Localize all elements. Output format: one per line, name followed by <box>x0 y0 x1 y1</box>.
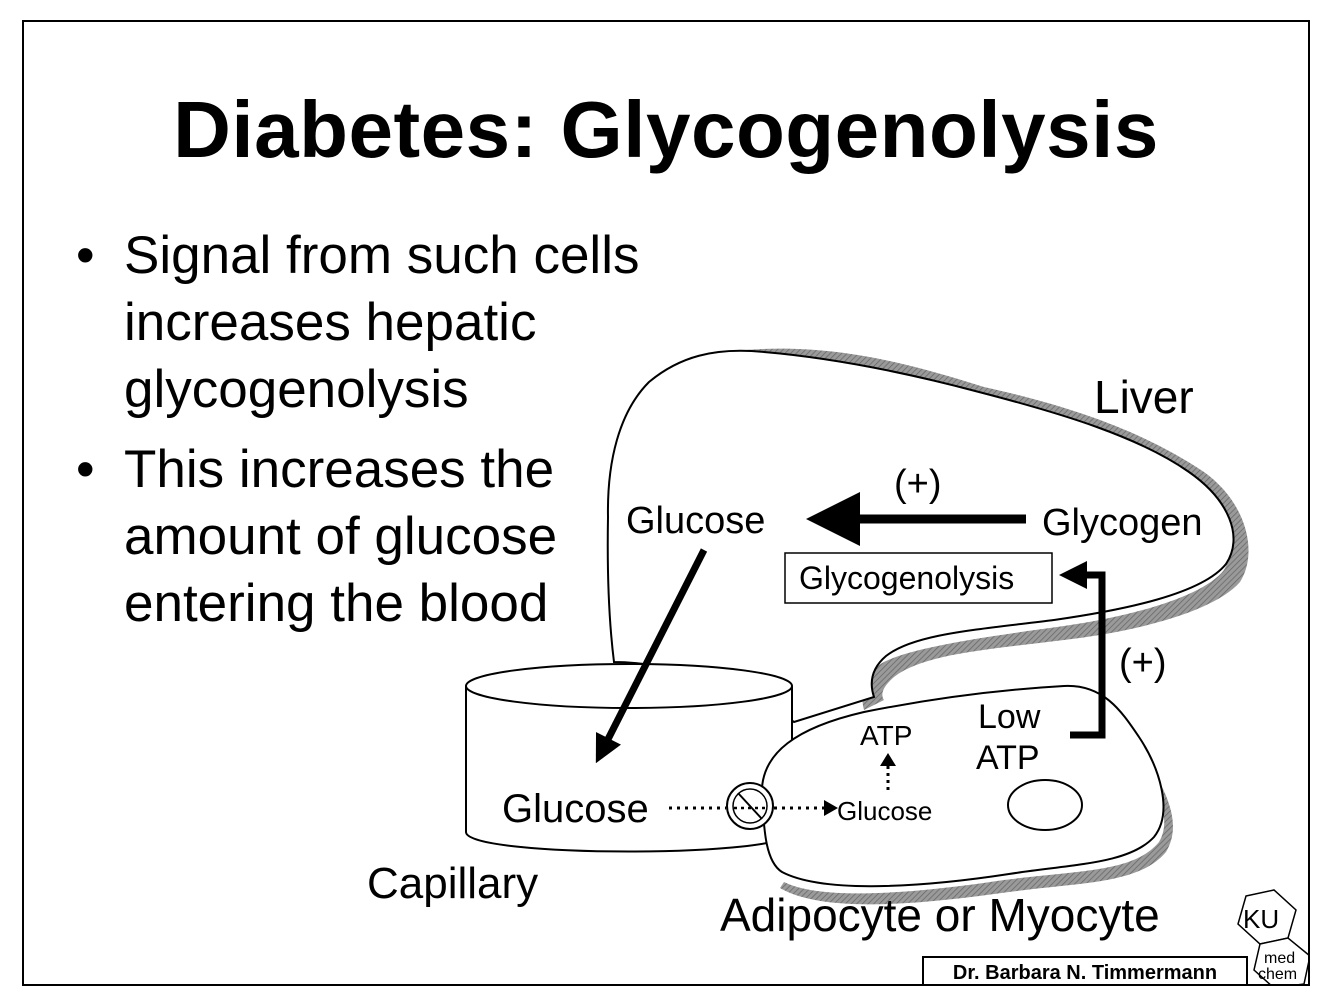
bullet-line: This increases the <box>124 440 555 499</box>
liver-glucose-label: Glucose <box>626 500 765 542</box>
bullet-line: glycogenolysis <box>124 360 469 419</box>
bullet-dot: • <box>76 440 95 499</box>
cell-label: Adipocyte or Myocyte <box>720 889 1160 941</box>
ku-medchem-logo: KU med chem <box>1237 889 1308 984</box>
plus-top-label: (+) <box>894 463 942 505</box>
cell-shape <box>760 684 1165 888</box>
bullet-dot: • <box>76 226 95 285</box>
logo-chem-text: chem <box>1258 966 1297 983</box>
slide: Diabetes: Glycogenolysis • Signal from s… <box>22 20 1310 986</box>
bullet-line: amount of glucose <box>124 507 558 566</box>
glucose-to-atp-arrowhead <box>880 753 896 766</box>
cell-glucose-label: Glucose <box>837 796 932 826</box>
capillary-glucose-label: Glucose <box>502 787 649 831</box>
capillary-label: Capillary <box>367 859 538 908</box>
plus-right-label: (+) <box>1119 642 1167 684</box>
blocked-transporter-icon <box>726 782 774 830</box>
transport-arrowhead <box>824 800 838 816</box>
bullet-line: increases hepatic <box>124 293 537 352</box>
atp-label: ATP <box>860 720 912 751</box>
bullet-line: entering the blood <box>124 574 549 633</box>
nucleus <box>1007 779 1083 831</box>
capillary-cylinder <box>465 663 793 853</box>
glycogen-label: Glycogen <box>1042 502 1203 544</box>
glycogenolysis-diagram: Liver Glucose Glycogen (+) Glycogenolysi… <box>367 348 1249 941</box>
low-atp-label: ATP <box>976 739 1040 777</box>
logo-med-text: med <box>1264 950 1295 967</box>
glycogenolysis-label: Glycogenolysis <box>799 560 1014 596</box>
bullet-line: Signal from such cells <box>124 226 640 285</box>
liver-to-capillary-arrow <box>595 548 708 764</box>
liver-label: Liver <box>1094 371 1194 423</box>
bullet-item: • This increases the amount of glucose e… <box>76 436 639 637</box>
logo-ku-text: KU <box>1243 904 1279 934</box>
author-footer: Dr. Barbara N. Timmermann <box>922 956 1248 984</box>
glycogenolysis-box <box>784 552 1053 604</box>
bullet-item: • Signal from such cells increases hepat… <box>76 222 639 423</box>
low-label: Low <box>978 698 1041 736</box>
low-atp-feedback-arrow <box>1059 561 1106 739</box>
slide-title: Diabetes: Glycogenolysis <box>173 85 1159 174</box>
bullet-list: • Signal from such cells increases hepat… <box>76 222 639 650</box>
